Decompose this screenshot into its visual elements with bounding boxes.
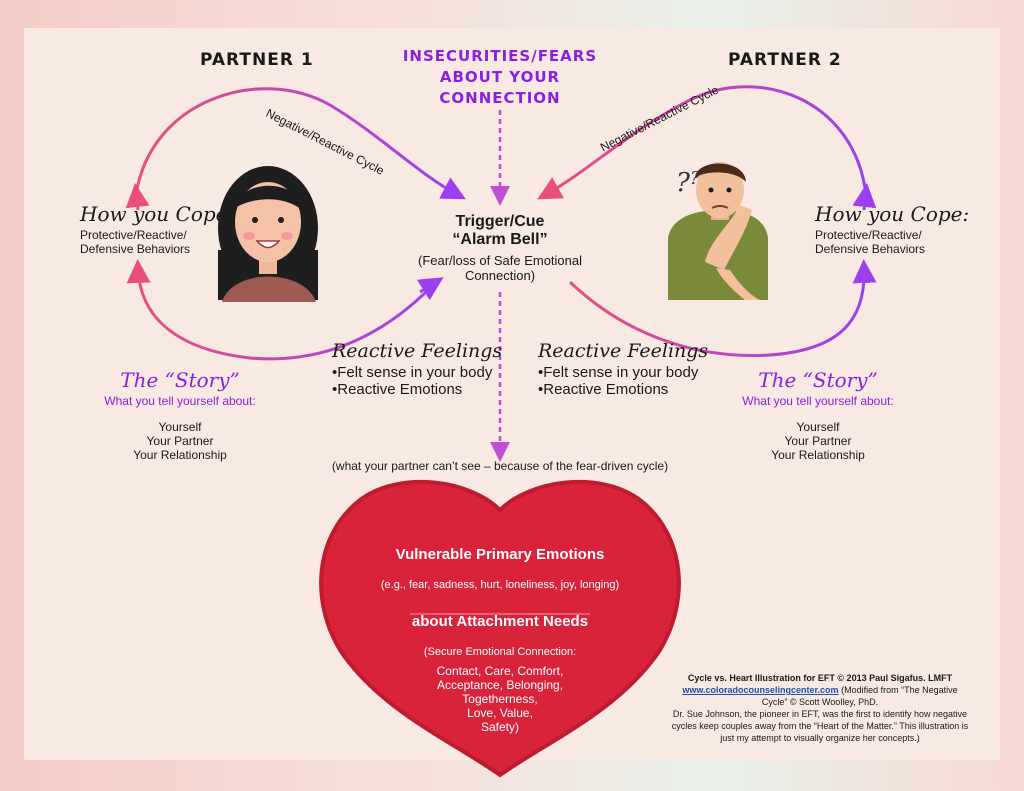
- cope-right-title: How you Cope:: [815, 202, 970, 226]
- partner1-label: Partner 1: [200, 50, 314, 70]
- heart-needs3: Togetherness,: [462, 692, 538, 706]
- trigger-title: Trigger/Cue: [455, 213, 545, 230]
- credits-link[interactable]: www.coloradocounselingcenter.com: [682, 685, 839, 695]
- credits-line5: cycles keep couples away from the “Heart…: [671, 721, 969, 731]
- right-bottom-arrow: [568, 259, 877, 358]
- credits-line6: just my attempt to visually organize her…: [720, 733, 920, 743]
- feelings-right: Reactive Feelings •Felt sense in your bo…: [538, 340, 708, 398]
- heart-needs1: Contact, Care, Comfort,: [436, 664, 564, 678]
- story-right-item2: Your Partner: [784, 434, 852, 448]
- woman-illustration: [218, 166, 318, 302]
- right-top-arrow: [537, 85, 868, 200]
- right-start-arrow: [852, 183, 877, 211]
- left-bottom-arrow: [126, 259, 438, 361]
- credits-line2: (Modified from “The Negative: [841, 685, 958, 695]
- story-left-subtitle: What you tell yourself about:: [104, 394, 256, 408]
- story-right-title: The “Story”: [758, 368, 878, 392]
- heart-secure: (Secure Emotional Connection:: [423, 646, 577, 658]
- cope-right-line2: Defensive Behaviors: [815, 242, 926, 256]
- cope-left-title: How you Cope:: [80, 202, 235, 226]
- feelings-left-title: Reactive Feelings: [332, 340, 503, 362]
- trigger-desc1: (Fear/loss of Safe Emotional: [417, 253, 583, 268]
- trigger-subtitle: “Alarm Bell”: [452, 231, 548, 248]
- story-right-item1: Yourself: [796, 420, 840, 434]
- credits-line3: Cycle” © Scott Woolley, PhD.: [761, 697, 879, 707]
- heart-subtitle: about Attachment Needs: [411, 613, 589, 630]
- story-right-item3: Your Relationship: [771, 448, 865, 462]
- heart-shape: [319, 479, 681, 778]
- feelings-right-item1: •Felt sense in your body: [538, 364, 699, 381]
- heart-needs5: Safety): [480, 720, 519, 734]
- credits-link-row: www.coloradocounselingcenter.com (Modifi…: [650, 684, 990, 696]
- credits: Cycle vs. Heart Illustration for EFT © 2…: [650, 672, 990, 744]
- credits-line4: Dr. Sue Johnson, the pioneer in EFT, was…: [672, 709, 968, 719]
- story-right: The “Story” What you tell yourself about…: [728, 368, 908, 462]
- cope-left-line1: Protective/Reactive/: [80, 228, 187, 242]
- feelings-right-item2: •Reactive Emotions: [538, 381, 669, 398]
- heart-needs4: Love, Value,: [467, 706, 533, 720]
- credits-line1: Cycle vs. Heart Illustration for EFT © 2…: [687, 673, 953, 683]
- story-left-title: The “Story”: [120, 368, 240, 392]
- insecurities-line3: connection: [439, 89, 561, 107]
- story-left-item3: Your Relationship: [133, 448, 227, 462]
- insecurities-line2: about your: [439, 68, 561, 86]
- left-start-arrow: [125, 183, 150, 211]
- story-right-subtitle: What you tell yourself about:: [742, 394, 894, 408]
- insecurities-title: Insecurities/Fears about your connection: [390, 46, 610, 109]
- left-top-arrow: [134, 87, 466, 200]
- heart-content: Vulnerable Primary Emotions (e.g., fear,…: [360, 546, 640, 734]
- feelings-right-title: Reactive Feelings: [538, 340, 709, 362]
- hidden-note: (what your partner can’t see – because o…: [331, 459, 669, 473]
- story-left-item1: Yourself: [158, 420, 202, 434]
- cope-left: How you Cope: Protective/Reactive/ Defen…: [80, 202, 234, 256]
- thinking-man-illustration: [668, 162, 768, 300]
- cope-right-line1: Protective/Reactive/: [815, 228, 922, 242]
- feelings-left-item1: •Felt sense in your body: [332, 364, 493, 381]
- insecurities-line1: Insecurities/Fears: [402, 47, 598, 65]
- story-left: The “Story” What you tell yourself about…: [90, 368, 270, 462]
- story-left-item2: Your Partner: [146, 434, 214, 448]
- cope-left-line2: Defensive Behaviors: [80, 242, 191, 256]
- feelings-left-item2: •Reactive Emotions: [332, 381, 463, 398]
- trigger-desc2: Connection): [464, 268, 536, 283]
- heart-needs2: Acceptance, Belonging,: [436, 678, 564, 692]
- cope-right: How you Cope: Protective/Reactive/ Defen…: [815, 202, 969, 256]
- heart-title: Vulnerable Primary Emotions: [395, 546, 605, 563]
- heart-examples: (e.g., fear, sadness, hurt, loneliness, …: [380, 579, 620, 591]
- left-bottom-head: [416, 277, 444, 301]
- feelings-left: Reactive Feelings •Felt sense in your bo…: [332, 340, 502, 398]
- trigger-box: Trigger/Cue “Alarm Bell” (Fear/loss of S…: [400, 213, 600, 283]
- partner2-label: Partner 2: [728, 50, 842, 70]
- question-marks-icon: ??: [676, 168, 700, 198]
